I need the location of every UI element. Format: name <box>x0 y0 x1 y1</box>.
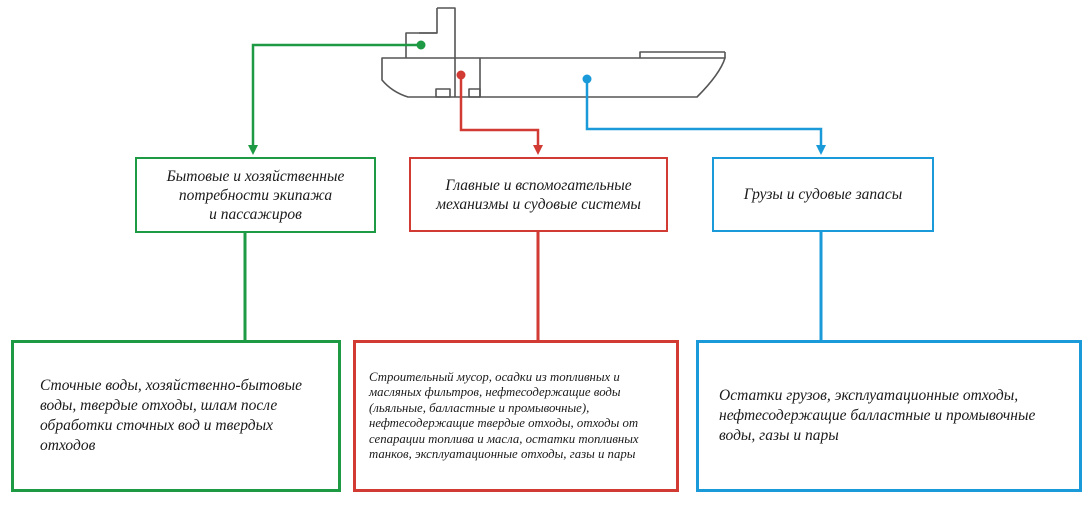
ship-hull-icon <box>381 7 726 98</box>
source-label-machinery: Главные и вспомогательные механизмы и су… <box>436 176 641 214</box>
waste-text-domestic: Сточные воды, хозяйственно-бытовые воды,… <box>40 377 302 454</box>
source-line: и пассажиров <box>209 205 302 223</box>
waste-box-domestic: Сточные воды, хозяйственно-бытовые воды,… <box>11 340 341 492</box>
source-box-machinery: Главные и вспомогательные механизмы и су… <box>409 157 668 232</box>
source-line: Бытовые и хозяйственные <box>166 167 345 185</box>
connector-cargo <box>582 74 826 155</box>
source-line: Главные и вспомогательные <box>445 176 632 194</box>
waste-text-cargo: Остатки грузов, эксплуатационные отходы,… <box>719 387 1036 444</box>
source-line: механизмы и судовые системы <box>436 195 641 213</box>
connector-machinery <box>456 70 543 155</box>
source-line: потребности экипажа <box>178 186 333 204</box>
waste-box-machinery: Строительный мусор, осадки из топливных … <box>353 340 679 492</box>
source-box-cargo: Грузы и судовые запасы <box>712 157 934 232</box>
source-label-domestic: Бытовые и хозяйственные потребности экип… <box>167 167 345 224</box>
waste-box-cargo: Остатки грузов, эксплуатационные отходы,… <box>696 340 1082 492</box>
source-box-domestic: Бытовые и хозяйственные потребности экип… <box>135 157 376 233</box>
connector-domestic <box>248 40 426 155</box>
waste-text-machinery: Строительный мусор, осадки из топливных … <box>369 369 639 462</box>
source-label-cargo: Грузы и судовые запасы <box>743 186 903 203</box>
